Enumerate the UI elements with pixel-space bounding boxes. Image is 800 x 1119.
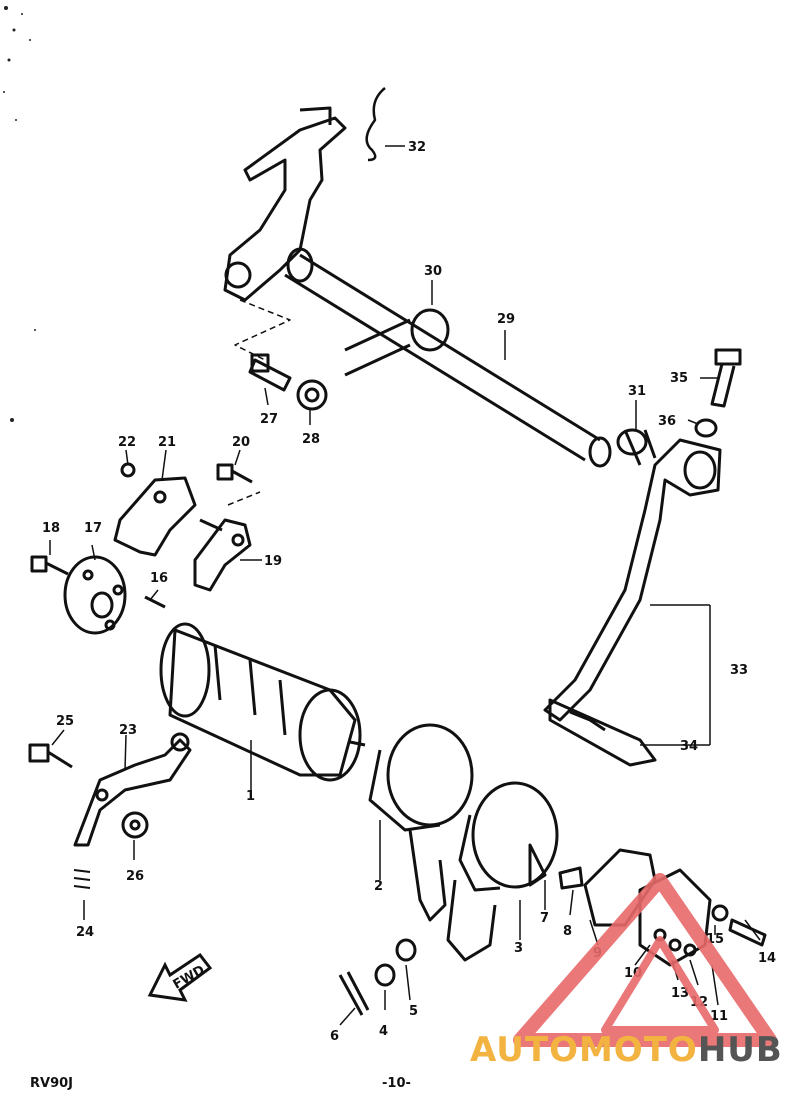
callout-30: 30 [424,264,442,279]
callout-numbers: 1 2 3 4 5 6 7 8 9 10 11 12 13 14 15 16 1… [42,140,776,1044]
shift-pedal [543,348,742,767]
callout-8: 8 [563,924,572,939]
watermark-text-part2: HUB [697,1030,783,1070]
gear-shift-shaft [223,87,657,468]
callout-22: 22 [118,435,136,450]
cam-stopper [28,732,192,889]
fwd-arrow: FWD [147,952,213,1002]
callout-25: 25 [56,714,74,729]
callout-27: 27 [260,412,278,427]
callout-32: 32 [408,140,426,155]
shift-forks [338,723,584,1016]
model-code: RV90J [30,1076,73,1091]
callout-36: 36 [658,414,676,429]
shift-drum [30,462,366,782]
callout-5: 5 [409,1004,418,1019]
callout-20: 20 [232,435,250,450]
callout-4: 4 [379,1024,388,1039]
callout-6: 6 [330,1029,339,1044]
page-number: -10- [382,1076,411,1091]
callout-26: 26 [126,869,144,884]
callout-35: 35 [670,371,688,386]
callout-21: 21 [158,435,176,450]
callout-16: 16 [150,571,168,586]
watermark-logo [513,873,777,1047]
watermark-text: AUTOMOTOHUB [470,1030,783,1070]
callout-24: 24 [76,925,94,940]
callout-19: 19 [264,554,282,569]
callout-23: 23 [119,723,137,738]
callout-1: 1 [246,789,255,804]
scan-noise [3,6,36,422]
callout-13: 13 [671,986,689,1001]
callout-18: 18 [42,521,60,536]
callout-7: 7 [540,911,549,926]
watermark-text-part1: AUTOMOTO [470,1030,698,1070]
callout-2: 2 [374,879,383,894]
callout-3: 3 [514,941,523,956]
callout-17: 17 [84,521,102,536]
callout-34: 34 [680,739,698,754]
leader-lines [49,145,761,1026]
callout-28: 28 [302,432,320,447]
callout-33: 33 [730,663,748,678]
callout-29: 29 [497,312,515,327]
callout-11: 11 [710,1009,728,1024]
callout-31: 31 [628,384,646,399]
callout-14: 14 [758,951,776,966]
